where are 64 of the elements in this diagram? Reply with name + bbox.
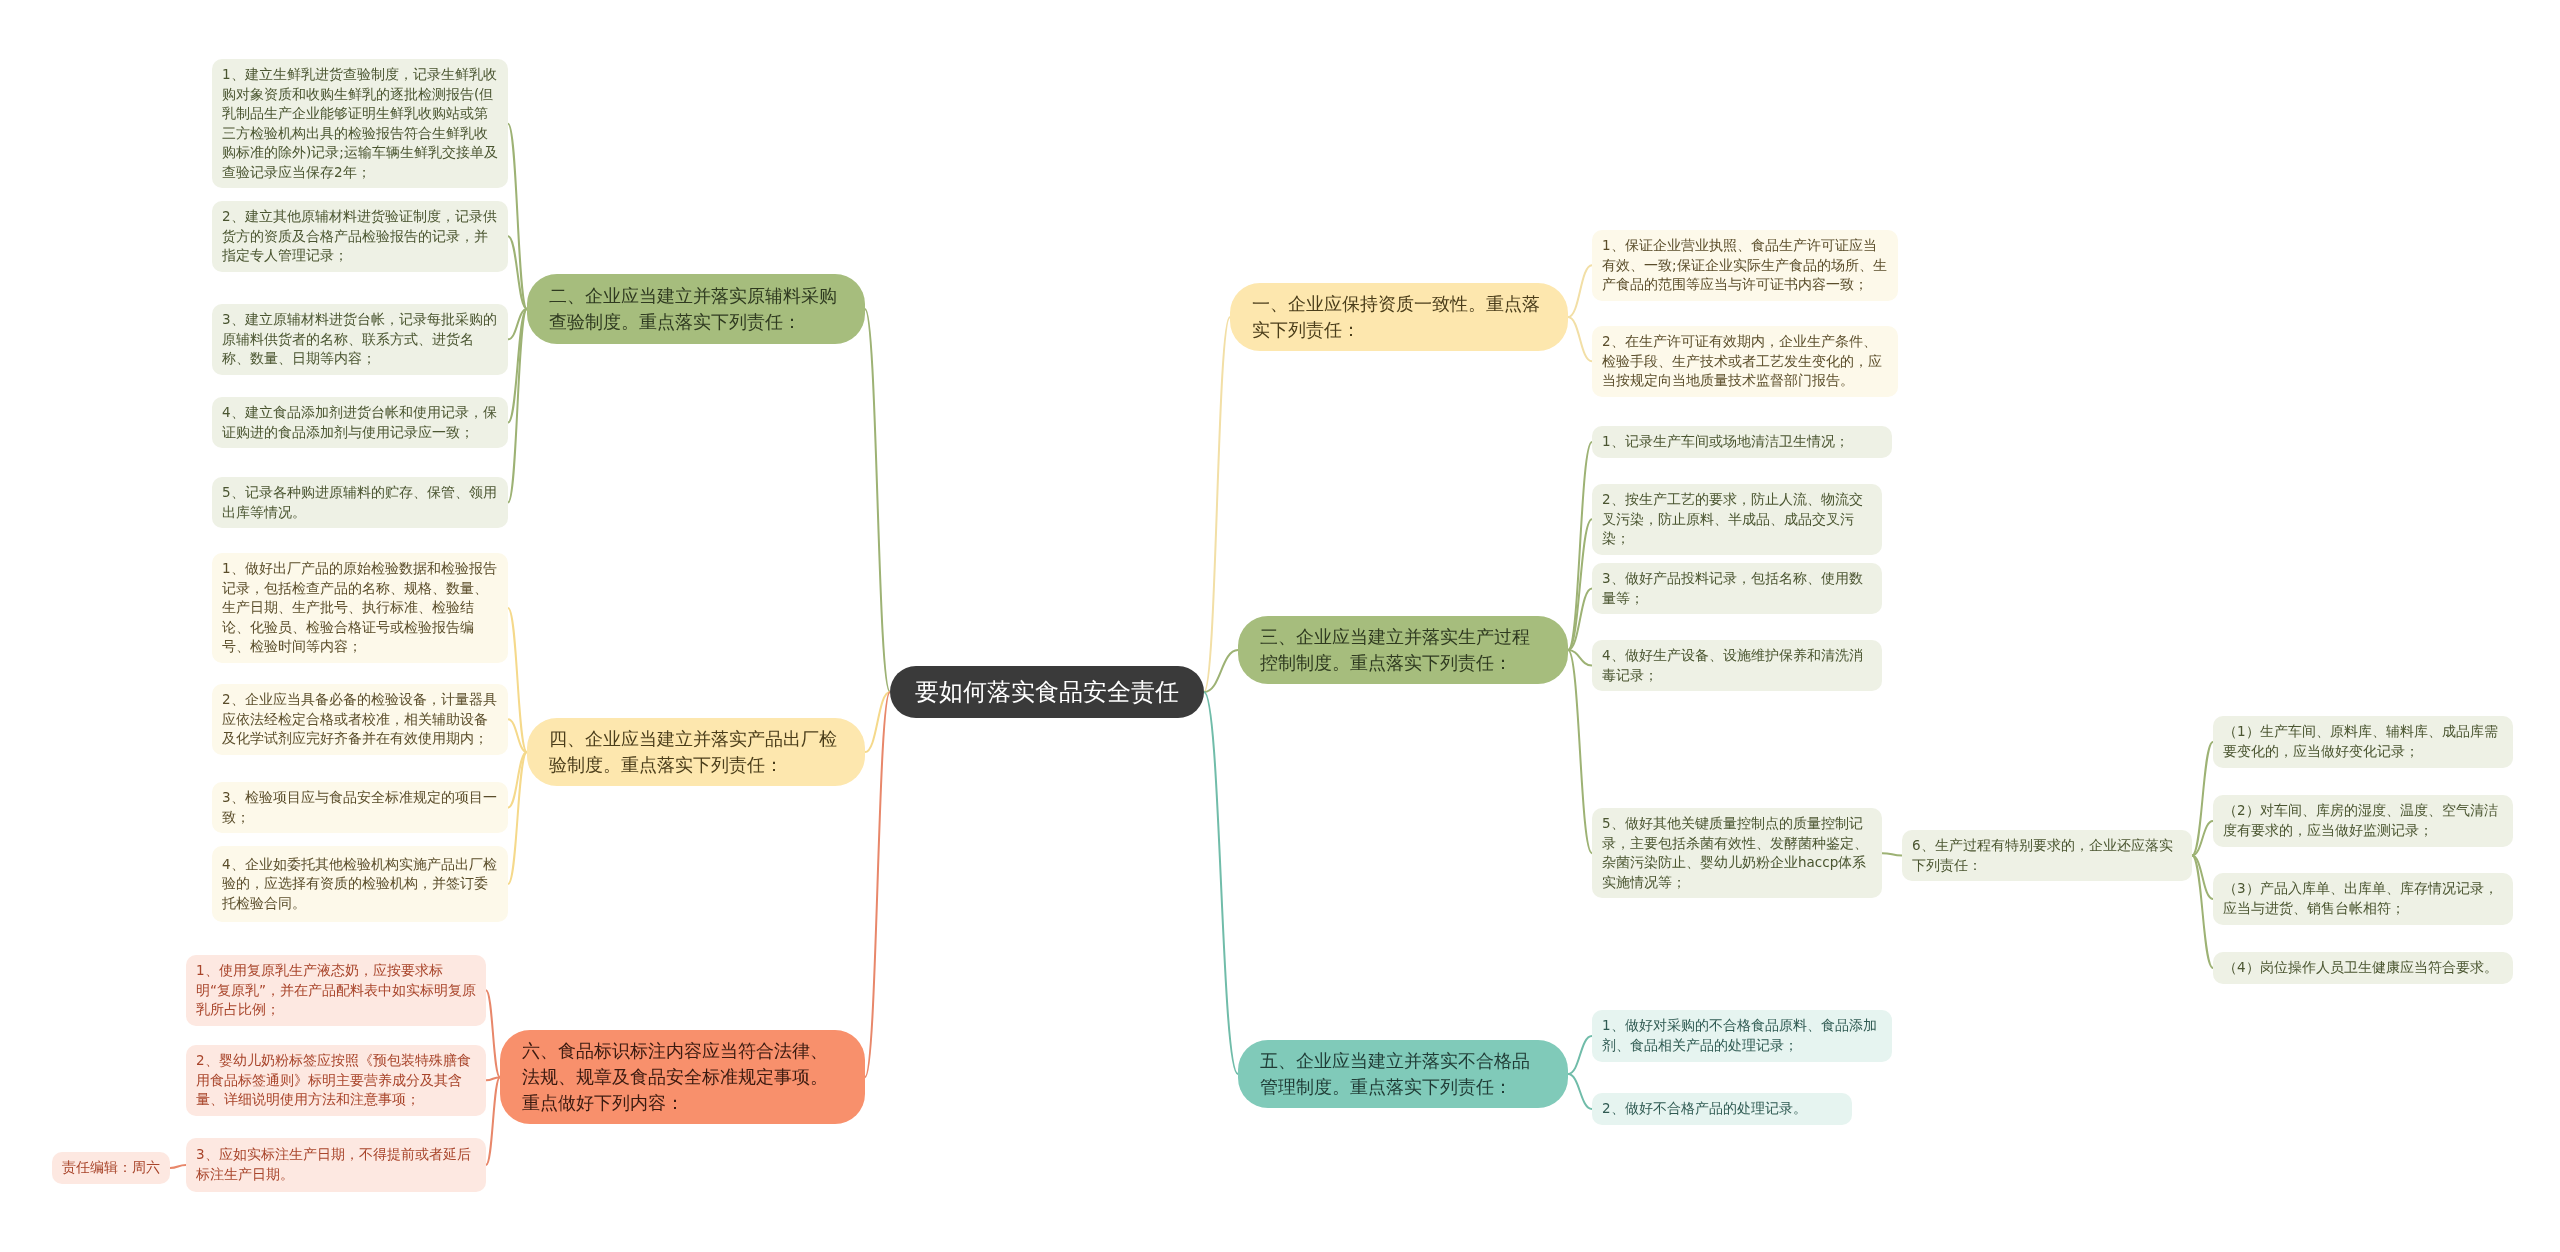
connector-line (1567, 649, 1593, 667)
connector-line (485, 989, 501, 1079)
subtopic-card: 1、建立生鲜乳进货查验制度，记录生鲜乳收购对象资质和收购生鲜乳的逐批检测报告(但乳制品生产企业能够证明生鲜乳收购站或第三方检验机构出具的检验报告符合生鲜乳收购标准的除外)记录;运输车辆生鲜乳交接单及查验记录应当保存2年； (212, 59, 508, 189)
connector-line (1567, 1073, 1593, 1110)
subtopic-card: 4、做好生产设备、设施维护保养和清洗消毒记录； (1592, 640, 1882, 692)
connector-line (507, 235, 528, 310)
connector-line (1567, 587, 1593, 652)
subtopic-card: 3、应如实标注生产日期，不得提前或者延后标注生产日期。 (186, 1138, 486, 1192)
connector-line (507, 308, 528, 341)
connector-line (2191, 820, 2214, 857)
connector-line (864, 691, 891, 754)
connector-line (507, 751, 528, 809)
connector-line (1203, 691, 1239, 1076)
subtopic-card: 1、做好对采购的不合格食品原料、食品添加剂、食品相关产品的处理记录； (1592, 1010, 1892, 1062)
subtopic-card: 2、做好不合格产品的处理记录。 (1592, 1093, 1852, 1125)
connector-line (507, 718, 528, 754)
subtopic-card: 1、使用复原乳生产液态奶，应按要求标明“复原乳”，并在产品配料表中如实标明复原乳所占比例； (186, 955, 486, 1026)
branch-topic: 一、企业应保持资质一致性。重点落实下列责任： (1230, 283, 1568, 352)
branch-topic: 五、企业应当建立并落实不合格品管理制度。重点落实下列责任： (1238, 1040, 1568, 1109)
connector-line (864, 691, 891, 1079)
subtopic-card: 1、记录生产车间或场地清洁卫生情况； (1592, 426, 1892, 458)
connector-line (507, 122, 528, 310)
connector-line (1203, 316, 1231, 693)
connector-line (2191, 854, 2214, 969)
connector-line (1567, 316, 1593, 363)
connector-line (169, 1164, 187, 1169)
connector-line (1203, 649, 1239, 693)
subtopic-card: 2、在生产许可证有效期内，企业生产条件、检验手段、生产技术或者工艺发生变化的，应当按规定向当地质量技术监督部门报告。 (1592, 326, 1898, 397)
subtopic-card: 5、记录各种购进原辅料的贮存、保管、领用出库等情况。 (212, 477, 508, 529)
connector-line (507, 606, 528, 754)
connector-line (507, 751, 528, 885)
subtopic-card: 4、企业如委托其他检验机构实施产品出厂检验的，应选择有资质的检验机构，并签订委托检验合同。 (212, 846, 508, 922)
subtopic-card: （3）产品入库单、出库单、库存情况记录，应当与进货、销售台帐相符； (2213, 873, 2513, 925)
central-topic: 要如何落实食品安全责任 (890, 666, 1204, 718)
connector-line (507, 308, 528, 424)
subtopic-card: （1）生产车间、原料库、辅料库、成品库需要变化的，应当做好变化记录； (2213, 716, 2513, 768)
connector-line (1567, 1035, 1593, 1076)
connector-line (2191, 741, 2214, 857)
connector-line (2191, 854, 2214, 900)
connector-line (507, 308, 528, 504)
branch-topic: 四、企业应当建立并落实产品出厂检验制度。重点落实下列责任： (527, 718, 865, 787)
connector-line (1567, 649, 1593, 855)
branch-topic: 三、企业应当建立并落实生产过程控制制度。重点落实下列责任： (1238, 616, 1568, 685)
connector-line (1567, 264, 1593, 319)
subtopic-card: 5、做好其他关键质量控制点的质量控制记录，主要包括杀菌有效性、发酵菌种鉴定、杂菌污染防止、婴幼儿奶粉企业haccp体系实施情况等； (1592, 808, 1882, 899)
connector-line (1881, 852, 1903, 857)
subtopic-card: 2、建立其他原辅材料进货验证制度，记录供货方的资质及合格产品检验报告的记录，并指定专人管理记录； (212, 201, 508, 272)
connector-line (864, 308, 891, 693)
branch-topic: 六、食品标识标注内容应当符合法律、法规、规章及食品安全标准规定事项。重点做好下列内容： (500, 1030, 865, 1125)
subtopic-card: 3、做好产品投料记录，包括名称、使用数量等； (1592, 563, 1882, 615)
subtopic-card: （4）岗位操作人员卫生健康应当符合要求。 (2213, 952, 2513, 984)
subtopic-card: 2、企业应当具备必备的检验设备，计量器具应依法经检定合格或者校准，相关辅助设备及化学试剂应完好齐备并在有效使用期内； (212, 684, 508, 755)
subtopic-card: 2、婴幼儿奶粉标签应按照《预包装特殊膳食用食品标签通则》标明主要营养成分及其含量、详细说明使用方法和注意事项； (186, 1045, 486, 1116)
subtopic-card: 1、保证企业营业执照、食品生产许可证应当有效、一致;保证企业实际生产食品的场所、生产食品的范围等应当与许可证书内容一致； (1592, 230, 1898, 301)
subtopic-card: 6、生产过程有特别要求的，企业还应落实下列责任： (1902, 830, 2192, 882)
connector-line (485, 1076, 501, 1166)
subtopic-card: （2）对车间、库房的湿度、温度、空气清洁度有要求的，应当做好监测记录； (2213, 795, 2513, 847)
branch-topic: 二、企业应当建立并落实原辅料采购查验制度。重点落实下列责任： (527, 274, 865, 344)
subtopic-card: 1、做好出厂产品的原始检验数据和检验报告记录，包括检查产品的名称、规格、数量、生产日期、生产批号、执行标准、检验结论、化验员、检验合格证号或检验报告编号、检验时间等内容； (212, 553, 508, 663)
subtopic-card: 3、检验项目应与食品安全标准规定的项目一致； (212, 782, 508, 834)
subtopic-card: 4、建立食品添加剂进货台帐和使用记录，保证购进的食品添加剂与使用记录应一致； (212, 397, 508, 449)
subtopic-card: 2、按生产工艺的要求，防止人流、物流交叉污染，防止原料、半成品、成品交叉污染； (1592, 484, 1882, 555)
subtopic-card: 责任编辑：周六 (52, 1152, 170, 1184)
subtopic-card: 3、建立原辅材料进货台帐，记录每批采购的原辅料供货者的名称、联系方式、进货名称、数量、日期等内容； (212, 304, 508, 375)
